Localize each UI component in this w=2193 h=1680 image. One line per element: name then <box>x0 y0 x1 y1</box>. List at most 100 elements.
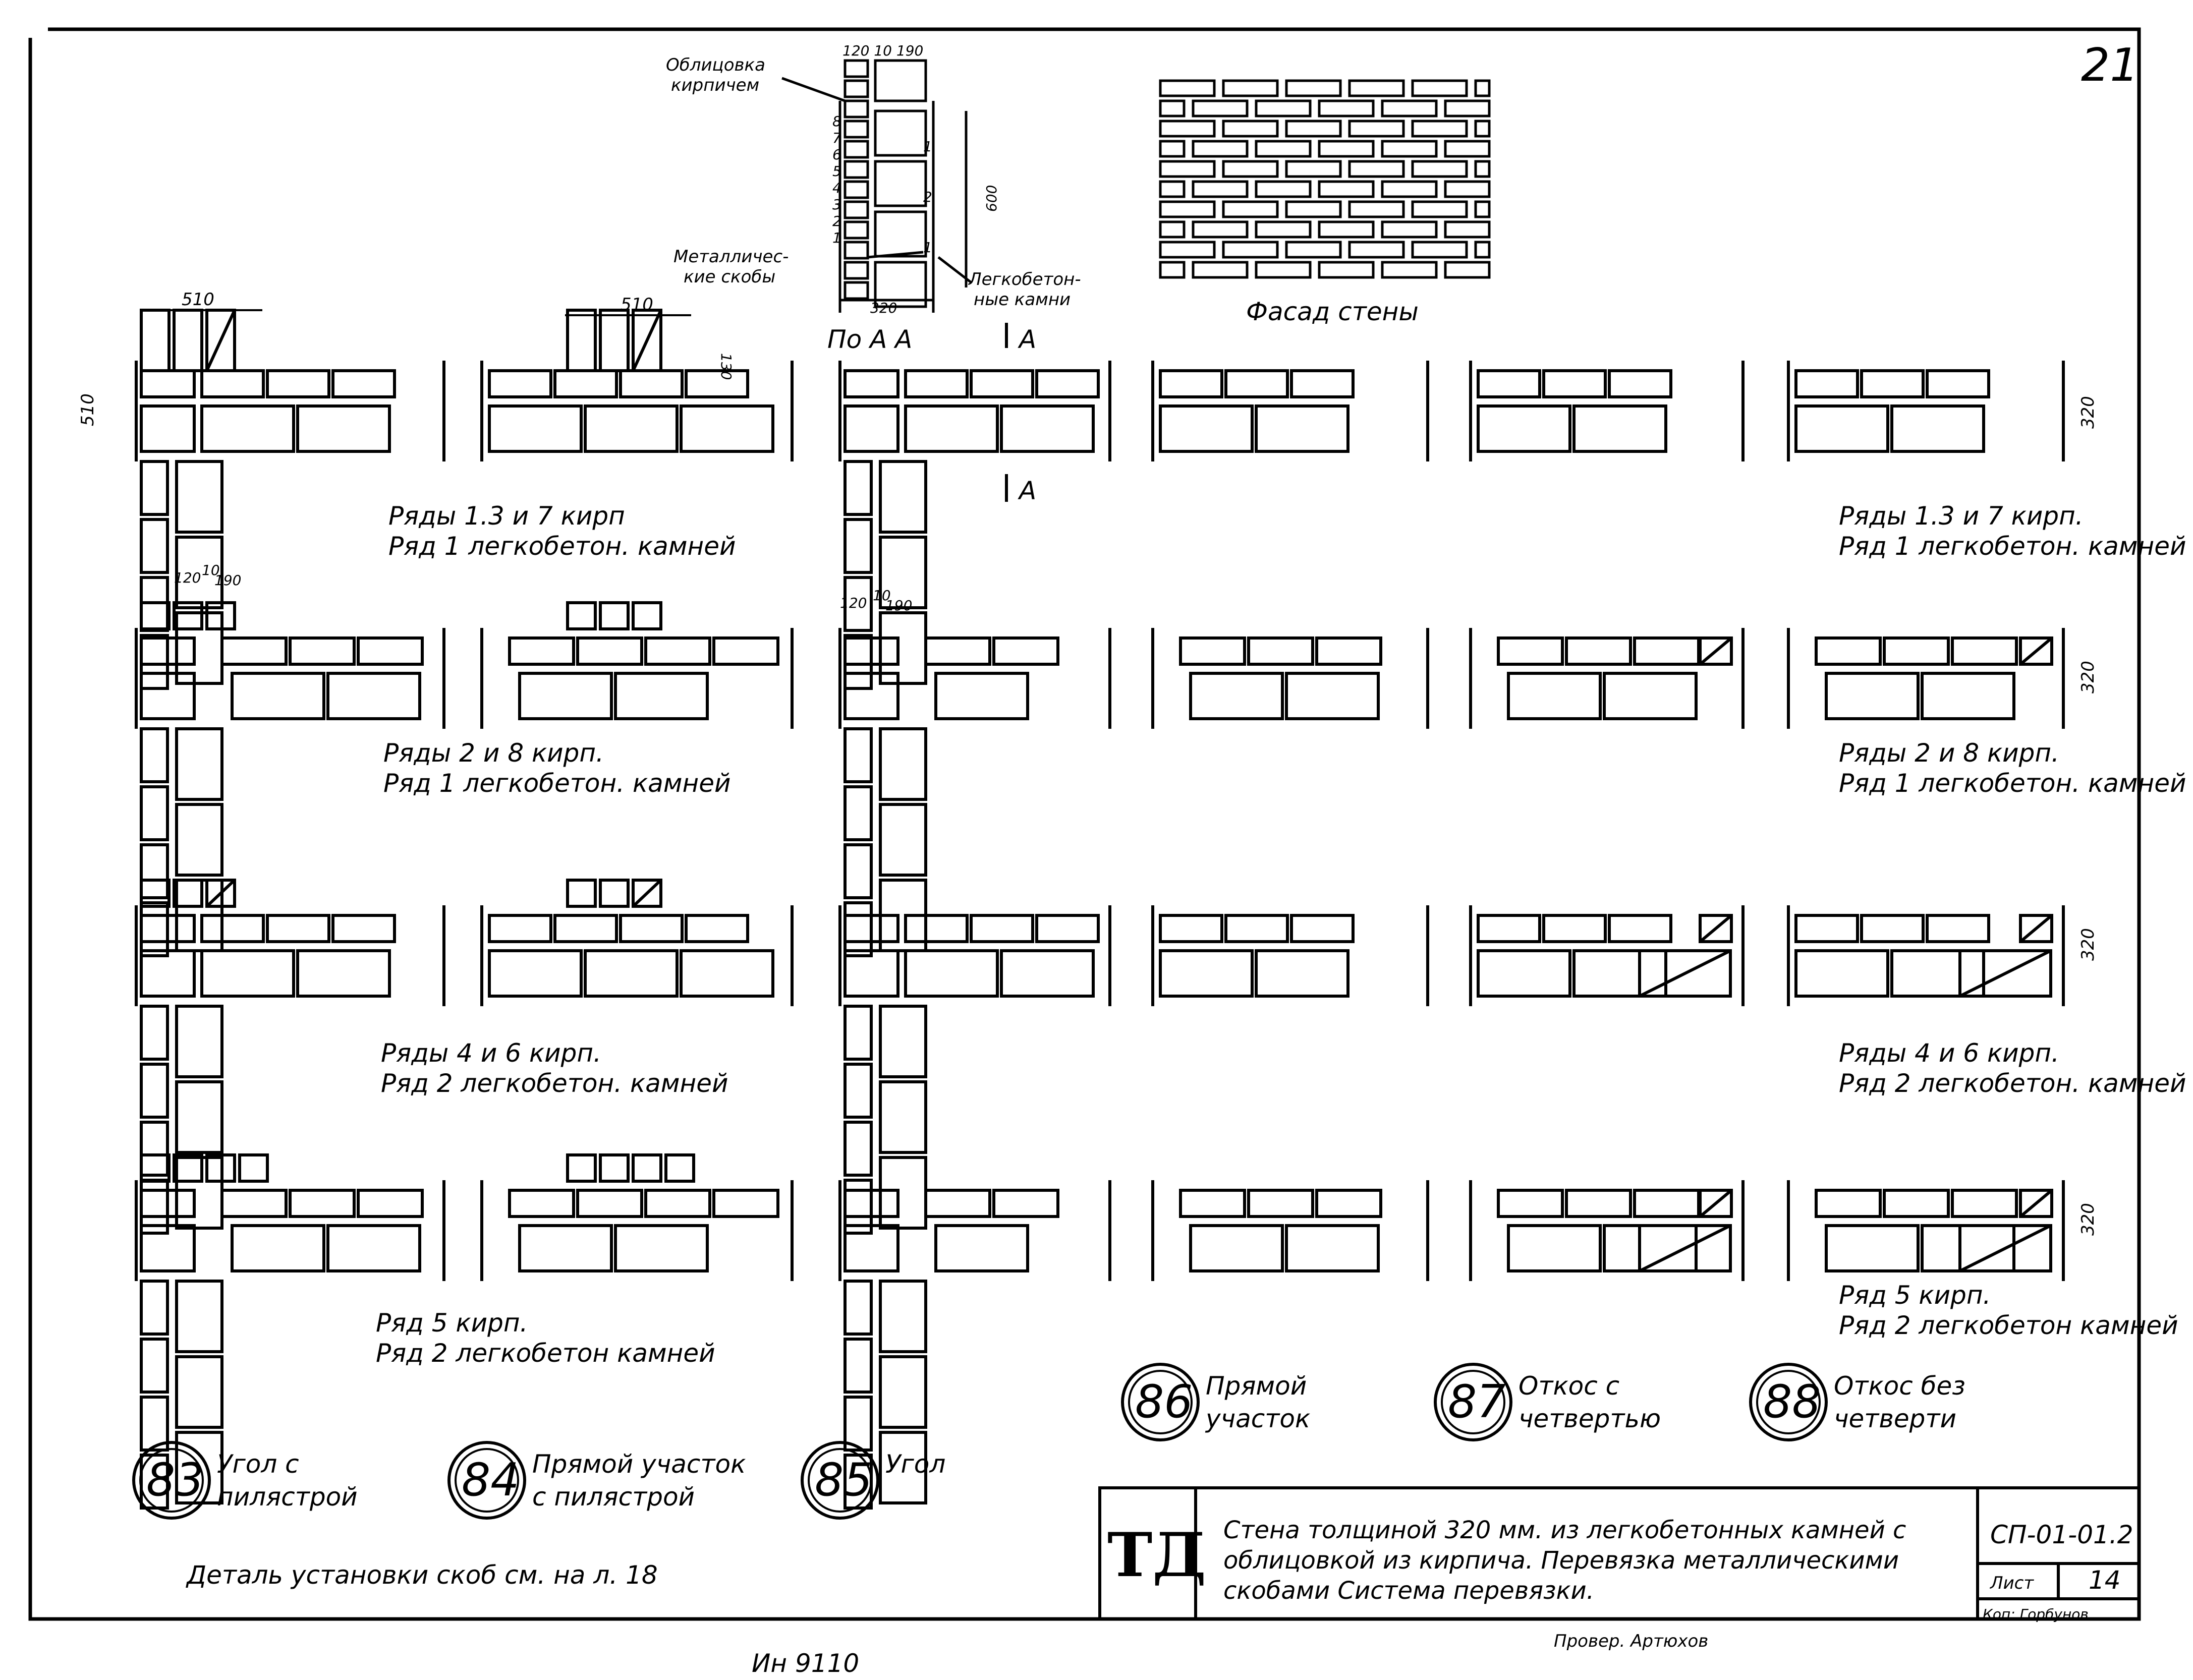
brick-cut-diagonal <box>1699 914 1732 943</box>
brick <box>266 914 330 943</box>
facade-brick <box>1411 160 1468 178</box>
detail-label-1: Откос без <box>1834 1371 1965 1401</box>
brick <box>644 1189 711 1218</box>
brick <box>1477 369 1541 398</box>
brick <box>205 1153 236 1183</box>
brick <box>1477 404 1571 453</box>
plan-reveal-row-3 <box>1787 905 2065 1006</box>
dim-510-top: 510 <box>182 289 214 310</box>
brick-cut-diagonal <box>1639 949 1731 998</box>
brick <box>140 1396 169 1452</box>
detail-circle-outer <box>1749 1363 1828 1441</box>
detail-circle-outer <box>1434 1363 1512 1441</box>
detail-label-2: с пилястрой <box>532 1482 695 1512</box>
clip-detail-note: Деталь установки скоб см. на л. 18 <box>186 1560 658 1590</box>
brick <box>1825 672 1920 720</box>
brick <box>1290 914 1355 943</box>
brick <box>576 636 643 666</box>
brick <box>664 1153 695 1183</box>
brick <box>140 1063 169 1119</box>
facade-brick <box>1348 79 1405 97</box>
facade-brick <box>1474 200 1491 218</box>
leader-line <box>937 256 972 283</box>
brick <box>874 59 927 102</box>
brick <box>599 309 630 372</box>
brick <box>924 1189 991 1218</box>
brick <box>844 220 869 240</box>
brick <box>553 914 618 943</box>
facade-brick <box>1474 120 1491 138</box>
caption-row1-line1: Ряды 1.3 и 7 кирп <box>388 501 625 531</box>
course-number: 3 <box>832 196 841 213</box>
facade-brick <box>1159 241 1216 259</box>
brick <box>970 369 1034 398</box>
brick <box>844 576 873 632</box>
brick <box>566 309 597 372</box>
brick <box>934 672 1029 720</box>
brick <box>576 1189 643 1218</box>
brick <box>175 1080 223 1154</box>
detail-label-1: Угол <box>885 1450 945 1479</box>
detail-circle-outer <box>447 1441 526 1520</box>
brick-cut-diagonal <box>2019 1189 2053 1218</box>
facade-brick <box>1411 79 1468 97</box>
facade-brick <box>1474 79 1491 97</box>
brick <box>2019 636 2053 666</box>
brick <box>685 914 749 943</box>
facade-brick <box>1159 140 1186 158</box>
detail-number: 84 <box>462 1454 520 1507</box>
facade-brick <box>1411 120 1468 138</box>
brick <box>205 879 236 908</box>
brick <box>488 914 552 943</box>
facade-brick <box>1381 140 1438 158</box>
title-line-3: скобами Система перевязки. <box>1223 1577 1594 1605</box>
brick <box>357 636 424 666</box>
brick <box>2019 914 2053 943</box>
brick <box>1794 914 1859 943</box>
brick <box>844 120 869 139</box>
brick <box>488 404 583 453</box>
brick <box>904 949 999 998</box>
facade-brick <box>1285 241 1342 259</box>
brick <box>1890 949 1985 998</box>
dim-510-plan2: 510 <box>621 295 653 315</box>
facade-brick <box>1444 220 1491 239</box>
brick <box>1565 1189 1632 1218</box>
detail-number: 85 <box>815 1454 873 1507</box>
plan-straight-row-4 <box>1151 1180 1429 1281</box>
section-caption: По А А <box>827 325 912 354</box>
brick-cut-diagonal <box>2019 914 2053 943</box>
row-captions-left: Ряды 1.3 и 7 кирп Ряд 1 легкобетон. камн… <box>376 501 736 1368</box>
brick <box>632 601 662 630</box>
brick <box>1890 404 1985 453</box>
brick <box>488 369 552 398</box>
brick <box>205 601 236 630</box>
plan-reveal-row-1 <box>1787 361 2065 461</box>
caption-row2-line1: Ряды 2 и 8 кирп. <box>383 738 604 768</box>
caption-row3-line1: Ряды 4 и 6 кирп. <box>381 1038 601 1068</box>
facade-brick <box>1318 180 1375 198</box>
brick <box>1189 1224 1284 1272</box>
brick <box>1224 914 1289 943</box>
brick <box>844 1063 873 1119</box>
brick <box>289 636 356 666</box>
detail-circle-inner <box>139 1448 204 1513</box>
brick <box>140 601 171 630</box>
cut-label-top: А <box>1018 325 1036 354</box>
plan-corner-row-2 <box>838 628 1111 957</box>
brick <box>904 914 969 943</box>
brick <box>844 914 899 943</box>
brick <box>1000 949 1095 998</box>
brick <box>685 369 749 398</box>
brick <box>1179 1189 1246 1218</box>
brick <box>140 879 171 908</box>
brick <box>289 1189 356 1218</box>
facade-brick <box>1411 241 1468 259</box>
plan-corner-row-1 <box>838 361 1111 690</box>
brick <box>566 601 597 630</box>
dim-320-section: 320 <box>870 300 897 316</box>
brick <box>140 636 196 666</box>
plan-straight-pilaster-row-2 <box>480 601 794 729</box>
